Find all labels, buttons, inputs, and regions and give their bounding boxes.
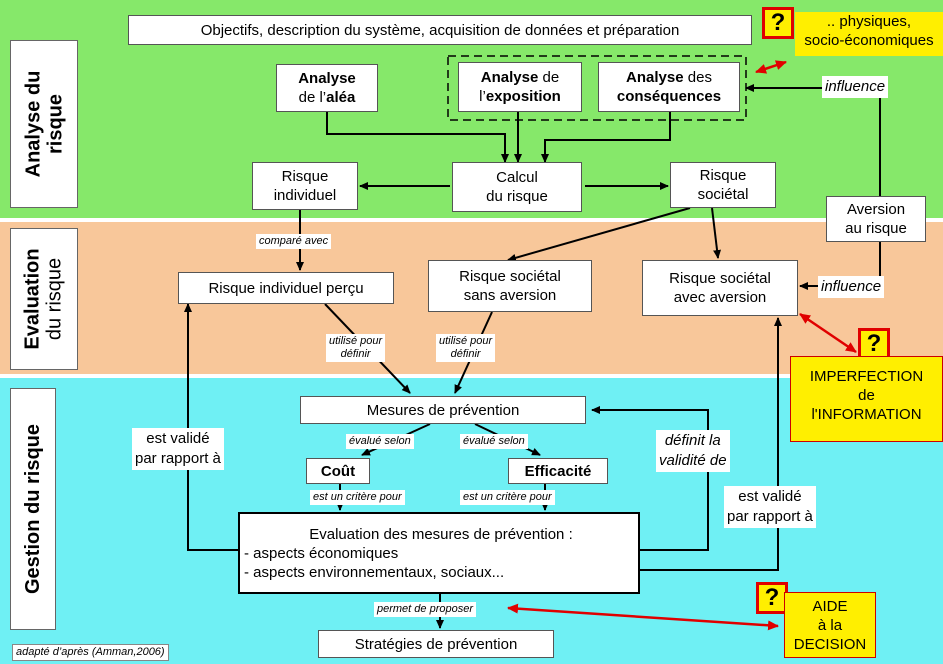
permet-proposer-label: permet de proposer — [374, 602, 476, 617]
evalue-selon-label-1: évalué selon — [346, 434, 414, 449]
analyse-consequences-box: Analyse des conséquences — [598, 62, 740, 112]
analyse-alea-box: Analyse de l’aléa — [276, 64, 378, 112]
critere-label-1: est un critère pour — [310, 490, 405, 505]
influence-label-mid: influence — [818, 276, 885, 298]
cout-box: Coût — [306, 458, 370, 484]
question-mark-icon-mid: ? — [858, 328, 890, 360]
analyse-exposition-box: Analyse de l’exposition — [458, 62, 582, 112]
mesures-prevention-box: Mesures de prévention — [300, 396, 586, 424]
objectives-box: Objectifs, description du système, acqui… — [128, 15, 752, 45]
question-mark-icon-bottom: ? — [756, 582, 788, 614]
influence-label-top: influence — [822, 76, 889, 98]
source-credit: adapté d’après (Amman,2006) — [12, 644, 169, 661]
critere-label-2: est un critère pour — [460, 490, 555, 505]
risque-individuel-percu-box: Risque individuel perçu — [178, 272, 394, 304]
efficacite-box: Efficacité — [508, 458, 608, 484]
question-mark-icon-top: ? — [762, 7, 794, 39]
evalue-selon-label-2: évalué selon — [460, 434, 528, 449]
compare-avec-label: comparé avec — [256, 234, 332, 249]
gestion-section-label: Gestion du risque — [10, 388, 56, 630]
evaluation-mesures-box: Evaluation des mesures de prévention : -… — [238, 512, 640, 594]
strategies-prevention-box: Stratégies de prévention — [318, 630, 554, 658]
physiques-note: .. physiques,socio-économiques — [795, 12, 943, 56]
